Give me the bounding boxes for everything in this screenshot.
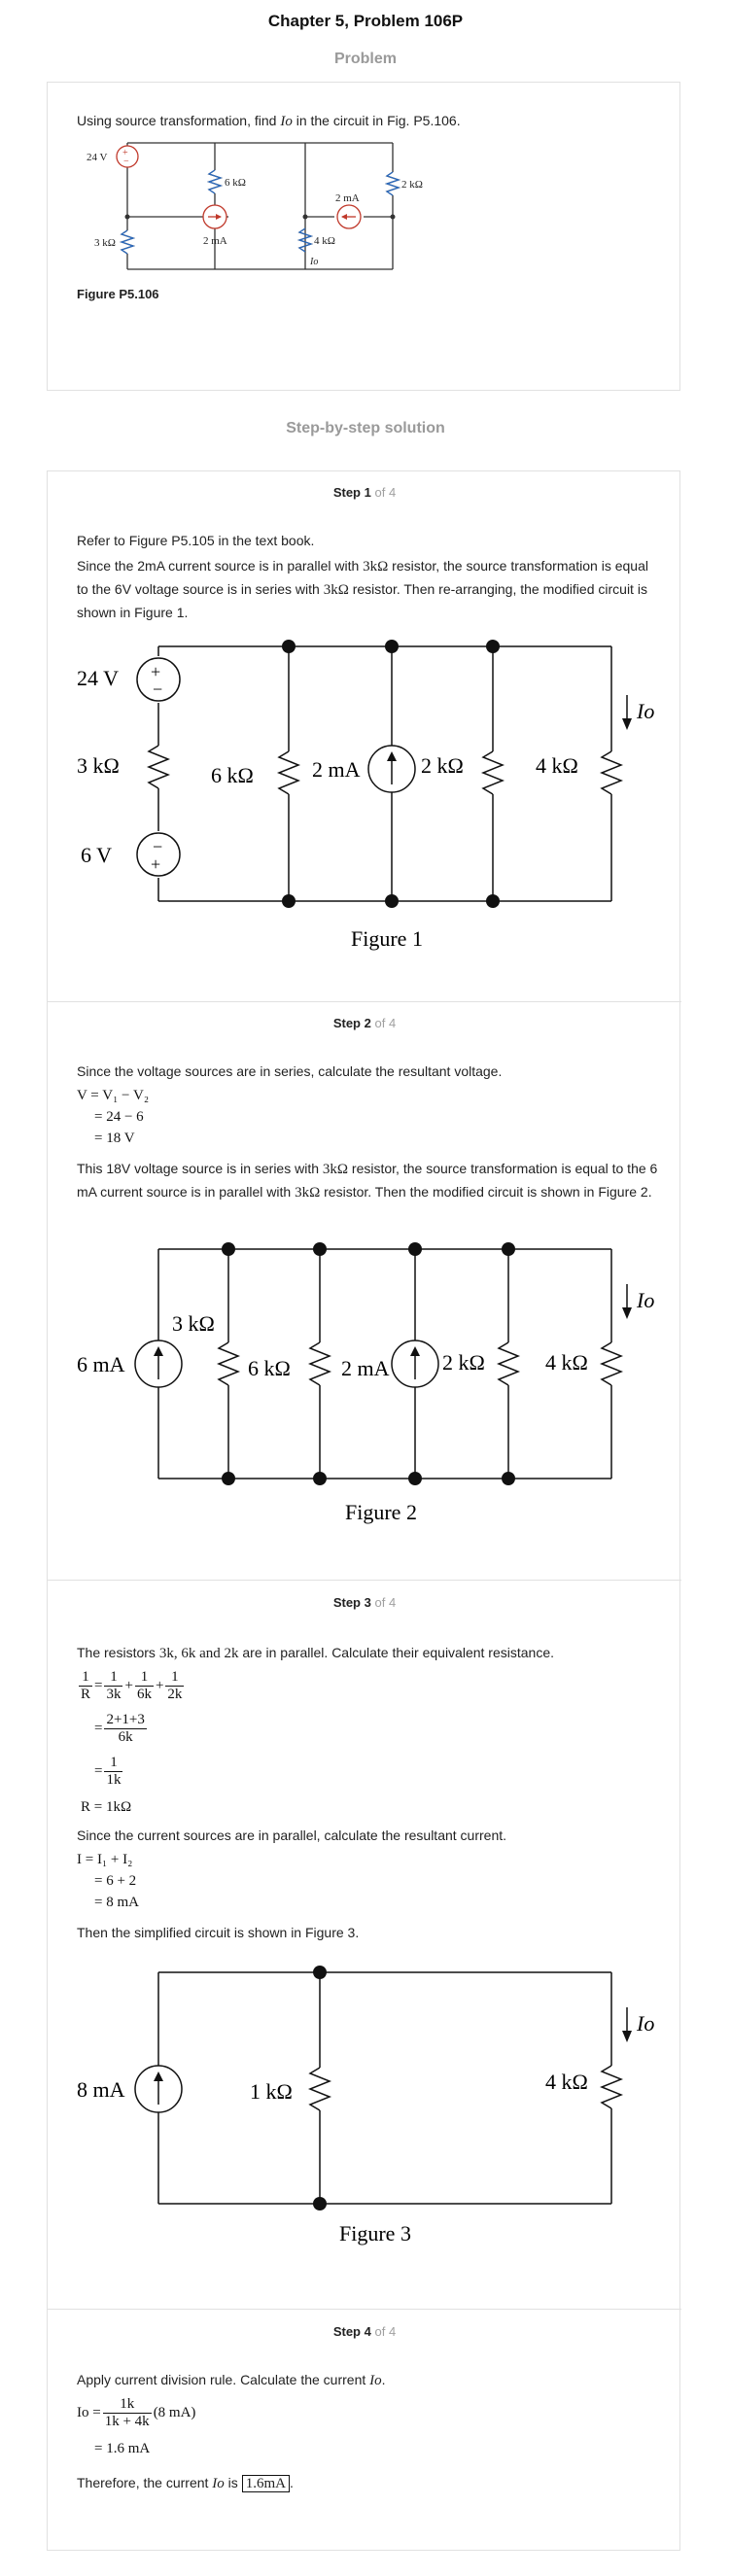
fig1-label-4k: 4 kΩ — [536, 753, 578, 778]
fig3-label-io: Io — [636, 2011, 654, 2036]
fig1-label-6v: 6 V — [81, 843, 112, 867]
figure-2: 6 mA 3 kΩ 6 kΩ 2 mA 2 kΩ 4 kΩ Io Figure … — [77, 1242, 654, 1524]
step-1-title: Step 1 of 4 — [332, 485, 397, 500]
fig3-caption: Figure 3 — [339, 2221, 411, 2245]
svg-text:+: + — [151, 854, 160, 874]
problem-figure: + − 24 V 6 kΩ — [87, 142, 423, 270]
label-io: Io — [309, 257, 318, 267]
fig2-label-4k: 4 kΩ — [545, 1350, 588, 1375]
fig2-label-io: Io — [636, 1288, 654, 1312]
io-arrow-icon — [622, 2031, 632, 2042]
fig1-label-io: Io — [636, 699, 654, 723]
fig1-label-3k: 3 kΩ — [77, 753, 120, 778]
solution-heading: Step-by-step solution — [286, 420, 445, 436]
fig2-label-6ma: 6 mA — [77, 1352, 125, 1376]
io-arrow-icon — [622, 1307, 632, 1319]
fig3-label-8ma: 8 mA — [77, 2077, 125, 2102]
label-2ma-right: 2 mA — [335, 192, 360, 204]
step-1-text-1: Refer to Figure P5.105 in the text book. — [77, 533, 315, 548]
step-3-text-1: The resistors 3k, 6k and 2k are in paral… — [77, 1645, 554, 1661]
svg-text:−: − — [153, 837, 162, 856]
final-answer-box: 1.6mA — [241, 2475, 290, 2492]
label-6k: 6 kΩ — [225, 177, 246, 189]
figure-1: + − − + 24 V 3 kΩ 6 V 6 kΩ 2 mA 2 kΩ 4 k… — [77, 640, 654, 951]
step-3-text-2: Since the current sources are in paralle… — [77, 1828, 507, 1843]
step-3-title: Step 3 of 4 — [332, 1595, 397, 1610]
figure-caption: Figure P5.106 — [77, 287, 159, 301]
label-2ma-left: 2 mA — [203, 235, 227, 247]
svg-text:−: − — [153, 679, 162, 699]
step-4-text-1: Apply current division rule. Calculate t… — [77, 2372, 386, 2388]
fig2-caption: Figure 2 — [345, 1500, 417, 1524]
step-3-eq-e3: = 8 mA — [94, 1895, 139, 1910]
label-24v: 24 V — [87, 152, 108, 163]
voltage-source-icon — [116, 145, 139, 168]
fig3-label-1k: 1 kΩ — [250, 2079, 293, 2104]
step-4-eq-2: = 1.6 mA — [94, 2441, 151, 2456]
step-4-conclusion: Therefore, the current Io is 1.6mA. — [77, 2475, 294, 2492]
fig1-label-24v: 24 V — [77, 666, 119, 690]
page-title: Chapter 5, Problem 106P — [267, 12, 464, 30]
fig1-label-2k: 2 kΩ — [421, 753, 464, 778]
step-4-title: Step 4 of 4 — [332, 2324, 397, 2339]
divider — [48, 1580, 681, 1581]
io-variable: Io — [280, 114, 293, 129]
step-3-eq-e2: = 6 + 2 — [94, 1873, 137, 1889]
svg-text:+: + — [151, 662, 160, 681]
fig2-label-2ma: 2 mA — [341, 1356, 390, 1380]
step-3-text-3: Then the simplified circuit is shown in … — [77, 1925, 360, 1940]
fig1-caption: Figure 1 — [351, 926, 423, 951]
fig2-label-2k: 2 kΩ — [442, 1350, 485, 1375]
label-3k: 3 kΩ — [94, 237, 116, 249]
fig1-label-6k: 6 kΩ — [211, 763, 254, 787]
step-2-eq-2: = 24 − 6 — [94, 1109, 144, 1125]
divider — [48, 2309, 681, 2310]
voltage-source-6v-icon — [136, 832, 181, 877]
fig2-label-3k: 3 kΩ — [172, 1311, 215, 1336]
problem-statement: Using source transformation, find Io in … — [77, 113, 461, 129]
step-2-text-1: Since the voltage sources are in series,… — [77, 1063, 503, 1079]
step-3-eq-d: R = 1kΩ — [81, 1799, 132, 1815]
label-4k: 4 kΩ — [314, 235, 335, 247]
solution-card: Step 1 of 4 Refer to Figure P5.105 in th… — [47, 470, 681, 2551]
svg-text:+: + — [122, 148, 128, 158]
fig2-label-6k: 6 kΩ — [248, 1356, 291, 1380]
step-2-eq-3: = 18 V — [94, 1131, 135, 1146]
figure-3: 8 mA 1 kΩ 4 kΩ Io Figure 3 — [77, 1966, 654, 2245]
fig3-label-4k: 4 kΩ — [545, 2070, 588, 2094]
fig1-label-2ma: 2 mA — [312, 757, 361, 782]
step-2-title: Step 2 of 4 — [332, 1016, 397, 1030]
io-arrow-icon — [622, 718, 632, 730]
step-2-eq-1: V = V₁ − V₂ — [77, 1088, 150, 1103]
step-2-text-2: This 18V voltage source is in series wit… — [77, 1161, 658, 1201]
problem-card: Using source transformation, find Io in … — [47, 82, 680, 391]
step-1-text-2: Since the 2mA current source is in paral… — [77, 558, 648, 620]
problem-heading: Problem — [333, 51, 397, 67]
svg-text:−: − — [123, 157, 129, 167]
step-3-eq-e1: I = I₁ + I₂ — [77, 1852, 133, 1867]
voltage-source-24v-icon — [136, 657, 181, 702]
label-2k: 2 kΩ — [401, 179, 423, 191]
divider — [48, 1001, 681, 1002]
